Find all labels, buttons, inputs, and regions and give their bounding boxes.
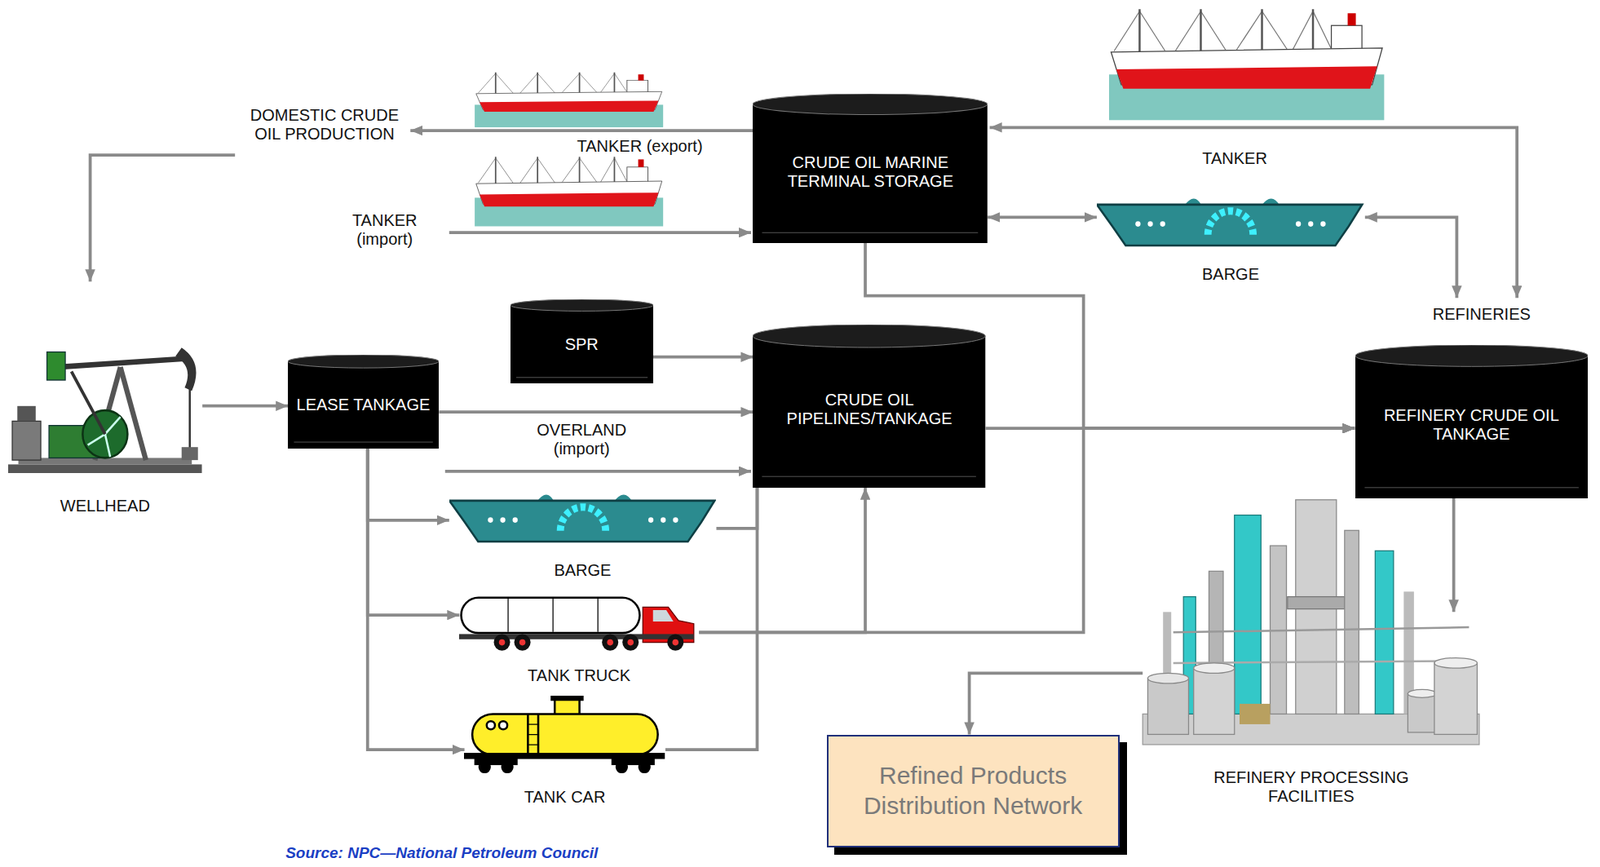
storage-tank: CRUDE OIL PIPELINES/TANKAGE bbox=[752, 324, 986, 488]
barge-symbol bbox=[449, 487, 717, 548]
tank-car: TANK CAR bbox=[464, 691, 666, 806]
storage-tank: REFINERY CRUDE OIL TANKAGE bbox=[1355, 344, 1588, 499]
flow-connector bbox=[716, 487, 757, 529]
flow-connector bbox=[698, 487, 866, 633]
flow-connector bbox=[367, 448, 450, 521]
node-text: CRUDE OIL PIPELINES/TANKAGE bbox=[752, 324, 986, 488]
node-text: WELLHEAD bbox=[8, 496, 203, 516]
flow-label: DOMESTIC CRUDE OIL PRODUCTION bbox=[238, 106, 412, 144]
flow-connector bbox=[1452, 498, 1456, 613]
barge-picture bbox=[449, 495, 715, 542]
storage-tank: SPR bbox=[510, 299, 654, 384]
node-text: BARGE bbox=[449, 561, 717, 580]
flow-connector bbox=[653, 355, 754, 359]
flow-label: REFINERIES bbox=[1409, 304, 1553, 324]
wellhead-picture bbox=[8, 347, 203, 473]
storage-tank: LEASE TANKAGE bbox=[287, 354, 439, 449]
tanker-ship bbox=[474, 156, 663, 226]
barge-symbol bbox=[1096, 191, 1365, 252]
flow-connector bbox=[367, 448, 460, 615]
flow-connector bbox=[987, 215, 1097, 219]
flow-connector bbox=[969, 672, 1144, 734]
wellhead-symbol bbox=[8, 336, 203, 483]
flow-connector bbox=[202, 404, 288, 408]
barge: BARGE bbox=[449, 487, 717, 580]
tank-car-picture bbox=[464, 695, 666, 774]
node-text: LEASE TANKAGE bbox=[287, 354, 439, 449]
flow-label: TANKER bbox=[1173, 149, 1296, 168]
tank-car-symbol bbox=[464, 691, 666, 774]
flow-label: TANKER (export) bbox=[552, 137, 727, 156]
barge-picture bbox=[1096, 198, 1362, 246]
storage-tank: CRUDE OIL MARINE TERMINAL STORAGE bbox=[752, 93, 988, 244]
node-text: TANK CAR bbox=[464, 787, 666, 807]
node-text: REFINERY PROCESSING FACILITIES bbox=[1201, 768, 1422, 806]
node-text: REFINERY CRUDE OIL TANKAGE bbox=[1355, 344, 1588, 499]
tank-truck-picture bbox=[459, 597, 694, 651]
node-text: CRUDE OIL MARINE TERMINAL STORAGE bbox=[752, 93, 988, 244]
tanker-ship bbox=[474, 72, 663, 129]
node-text: TANK TRUCK bbox=[459, 666, 699, 686]
node-text: SPR bbox=[510, 299, 654, 384]
flow-label: TANKER (import) bbox=[335, 211, 434, 249]
flow-connector bbox=[438, 410, 753, 414]
node-text: BARGE bbox=[1096, 265, 1365, 284]
refinery-illustration bbox=[1142, 499, 1480, 745]
source-note: Source: NPC—National Petroleum Council bbox=[176, 844, 708, 862]
tank-truck-symbol bbox=[459, 594, 699, 652]
tanker-ship bbox=[1109, 8, 1385, 120]
barge: BARGE bbox=[1096, 191, 1365, 284]
tank-truck: TANK TRUCK bbox=[459, 594, 699, 685]
refinery: REFINERY PROCESSING FACILITIES bbox=[1142, 612, 1480, 807]
node-text: Refined Products Distribution Network bbox=[828, 755, 1119, 826]
wellhead: WELLHEAD bbox=[8, 336, 203, 516]
flow-label: OVERLAND (import) bbox=[522, 420, 641, 459]
distribution-box: Refined Products Distribution Network bbox=[826, 734, 1120, 848]
flow-connector bbox=[367, 448, 465, 750]
